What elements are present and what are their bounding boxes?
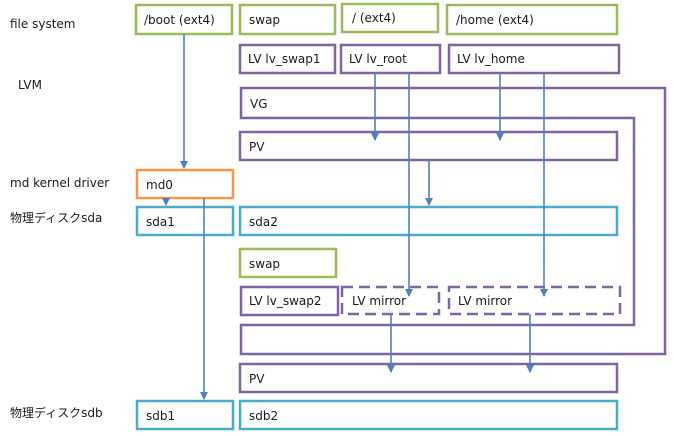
lv-mirror-home-box: LV mirror [447, 285, 622, 316]
layer-label-lvm: LVM [18, 78, 42, 92]
lv-mirror-home-label: LV mirror [458, 294, 512, 308]
layer-label-disk-sda: 物理ディスクsda [10, 210, 102, 225]
lv-home-label: LV lv_home [457, 52, 525, 66]
sdb2-label: sdb2 [249, 409, 278, 423]
sda2-box: sda2 [238, 205, 619, 237]
vg-label: VG [250, 97, 268, 111]
pv-bottom-label: PV [249, 372, 265, 386]
md0-box: md0 [135, 168, 235, 200]
layer-label-file-system: file system [10, 17, 75, 31]
sdb1-box: sdb1 [135, 399, 235, 431]
sdb1-label: sdb1 [146, 409, 175, 423]
swap2-label: swap [249, 257, 280, 271]
pv-bottom-box: PV [238, 362, 619, 394]
lv-root-label: LV lv_root [349, 52, 407, 66]
lv-swap1-label: LV lv_swap1 [248, 52, 321, 66]
lv-mirror-root-box: LV mirror [340, 285, 441, 316]
md0-label: md0 [146, 178, 173, 192]
pv-top-box: PV [238, 130, 619, 162]
fs-root-label: / (ext4) [352, 11, 396, 25]
fs-boot-box: /boot (ext4) [134, 3, 234, 36]
lv-swap2-label: LV lv_swap2 [249, 294, 322, 308]
lv-swap1-box: LV lv_swap1 [238, 43, 337, 75]
sdb2-box: sdb2 [238, 399, 619, 431]
sda1-box: sda1 [135, 205, 235, 237]
fs-swap-label: swap [249, 13, 280, 27]
fs-root-box: / (ext4) [340, 2, 440, 34]
lv-swap2-box: LV lv_swap2 [239, 285, 340, 317]
sda2-label: sda2 [249, 215, 278, 229]
lv-mirror-root-label: LV mirror [352, 294, 406, 308]
layer-label-md-kernel-driver: md kernel driver [10, 176, 109, 190]
pv-top-label: PV [249, 140, 265, 154]
fs-home-box: /home (ext4) [445, 3, 619, 36]
lv-root-box: LV lv_root [339, 43, 442, 75]
sda1-label: sda1 [146, 215, 175, 229]
layer-label-disk-sdb: 物理ディスクsdb [10, 405, 103, 420]
fs-home-label: /home (ext4) [456, 13, 534, 27]
fs-boot-label: /boot (ext4) [144, 13, 215, 27]
swap2-box: swap [238, 247, 338, 279]
lv-home-box: LV lv_home [447, 43, 621, 75]
vg-frame [239, 86, 667, 356]
fs-swap-box: swap [238, 3, 337, 36]
